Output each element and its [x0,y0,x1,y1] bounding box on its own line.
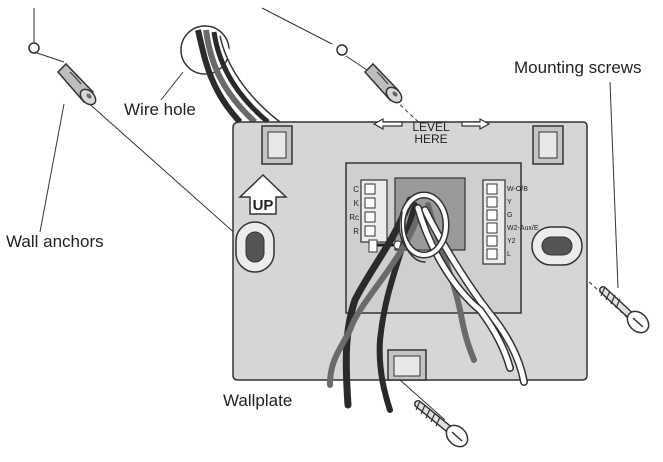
wall-mark-right [336,44,348,56]
up-arrow-icon [238,173,288,215]
terminal-strip-left [360,179,388,243]
terminal-label-w-ob: W-O/B [507,186,528,193]
terminal-labels-left: C K Rc R [349,185,359,236]
mounting-slot-left [235,221,275,273]
mounting-screws-label: Mounting screws [514,58,642,77]
wire-hole [180,25,281,125]
wire-bundle [327,191,528,413]
terminal-label-rc: Rc [349,213,359,222]
level-label-line1: LEVEL [412,120,450,134]
wall-mark-left [28,42,40,54]
screw-right [599,286,650,334]
wall-anchors-label: Wall anchors [6,232,104,251]
wall-anchor-left [56,62,97,106]
terminal-label-l: L [507,251,511,258]
terminal-labels-right: W-O/B Y G W2-Aux/E Y2 L [507,186,539,258]
terminal-label-r: R [353,227,359,236]
wire-hole-label: Wire hole [124,100,196,119]
screw-bottom [414,400,469,448]
level-label-line2: HERE [414,132,447,146]
terminal-label-y: Y [507,199,512,206]
terminal-label-k: K [354,199,360,208]
terminal-label-c: C [353,185,359,194]
terminal-label-y2: Y2 [507,238,516,245]
wall-anchor-right [363,62,403,104]
terminal-label-w2: W2-Aux/E [507,225,539,232]
level-arrows [372,117,491,131]
terminal-strip-right [482,179,506,265]
terminal-label-g: G [507,212,512,219]
up-label: UP [253,197,274,214]
wallplate-label: Wallplate [223,391,293,410]
mounting-slot-right [531,226,583,266]
